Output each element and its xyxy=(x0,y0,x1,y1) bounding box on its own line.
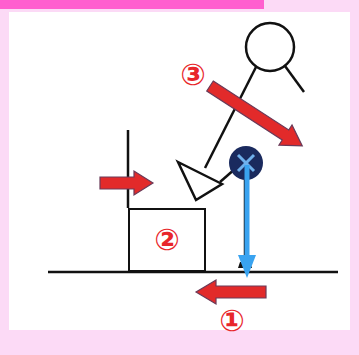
red-arrow xyxy=(196,280,266,304)
force-arrow xyxy=(245,165,250,256)
panel xyxy=(9,12,350,330)
arm-line xyxy=(285,66,304,92)
red-arrow xyxy=(203,76,308,156)
post-line xyxy=(127,130,130,208)
force-arrow-head xyxy=(238,255,256,278)
callout-number: ③ xyxy=(180,60,205,90)
callout-number: ② xyxy=(154,225,179,255)
callout-number: ① xyxy=(219,306,244,336)
red-arrow-group xyxy=(203,76,308,156)
step-box: ② xyxy=(128,208,206,272)
red-arrow xyxy=(100,171,153,195)
foot-triangle xyxy=(178,162,222,200)
head-circle xyxy=(246,23,294,71)
top-bar xyxy=(0,0,264,9)
